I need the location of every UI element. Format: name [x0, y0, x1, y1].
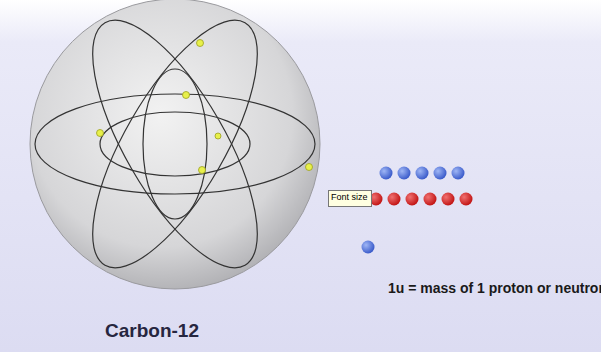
unit-definition: 1u = mass of 1 proton or neutron: [388, 280, 601, 296]
atom-name: Carbon-12: [105, 320, 199, 342]
protons: [370, 193, 473, 206]
neutrons: [362, 167, 465, 254]
tooltip-text: Font size: [331, 192, 369, 202]
atom-sphere: [30, 0, 320, 289]
electron-orbits: [35, 0, 315, 290]
tooltip-box: Font size: [328, 190, 372, 207]
electrons: [97, 40, 313, 174]
